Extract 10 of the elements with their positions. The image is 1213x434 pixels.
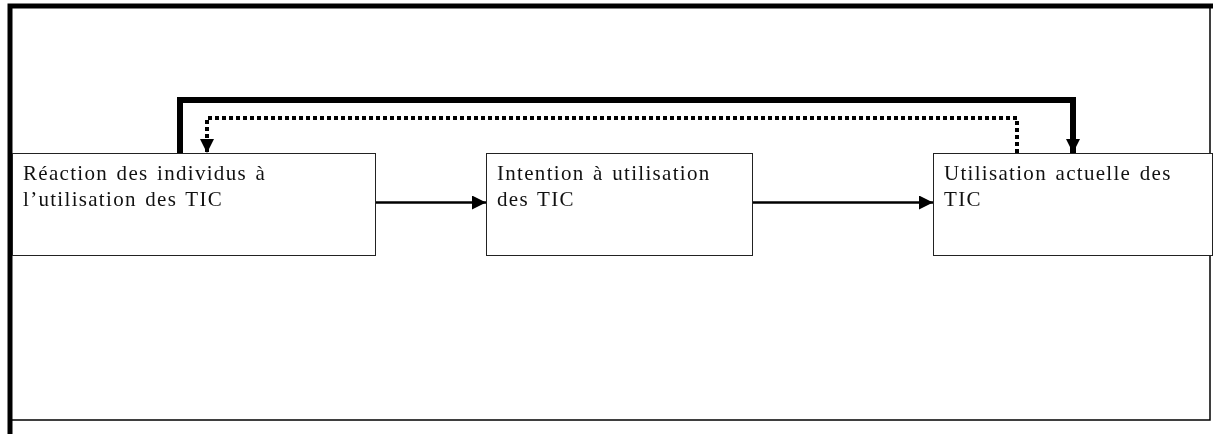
box-label: Intention à utilisation des TIC: [497, 160, 712, 212]
thick-arrow: [177, 97, 1080, 153]
arrow: [376, 195, 486, 210]
process-box: [933, 153, 1213, 256]
process-box: [12, 153, 376, 256]
dotted-arrow: [200, 116, 1019, 153]
arrow: [753, 195, 933, 210]
box-label: Utilisation actuelle des TIC: [944, 160, 1173, 212]
box-label: Réaction des individus à l’utilisation des TIC: [23, 160, 268, 212]
process-box: [486, 153, 753, 256]
